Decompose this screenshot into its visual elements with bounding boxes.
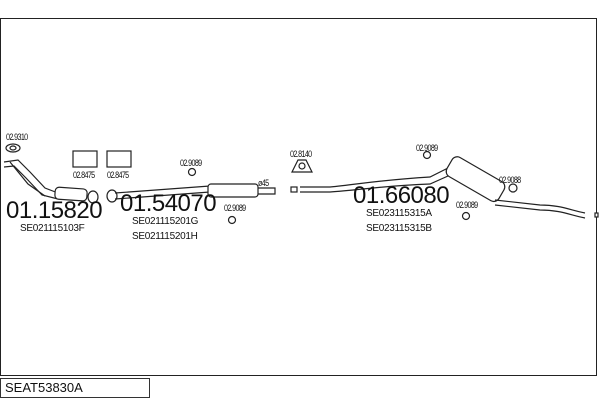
- middle-muffler: [207, 183, 259, 198]
- part-2-oe-1: SE021115201G: [132, 216, 199, 227]
- rear-pipe: [300, 167, 449, 193]
- accessory-ring-4-label: 02.9089: [456, 200, 478, 210]
- accessory-ring-1-label: 02.9089: [180, 158, 202, 168]
- part-number-3: 01.66080: [353, 182, 450, 209]
- diagram-code: SEAT53830A: [0, 378, 150, 398]
- part-2-oe-2: SE021115201H: [132, 231, 198, 242]
- accessory-mount-b-label: 02.8475: [107, 170, 129, 180]
- ring-2-icon: [227, 215, 237, 225]
- ring-3-icon: [422, 150, 432, 160]
- accessory-mount-a-label: 02.8475: [73, 170, 95, 180]
- rear-muffler: [445, 156, 506, 203]
- front-pipe: [3, 159, 59, 200]
- part-1-oe-1: SE021115103F: [20, 223, 85, 234]
- part-number-1: 01.15820: [6, 197, 103, 224]
- ring-4-icon: [461, 211, 471, 221]
- ring-1-icon: [187, 167, 197, 177]
- part-3-oe-2: SE023115315B: [366, 223, 432, 234]
- ring-5-icon: [508, 183, 518, 193]
- diagram-frame: [0, 18, 597, 376]
- pipe-diameter-label: ø45: [258, 178, 269, 188]
- middle-tail: [258, 187, 276, 195]
- flange-1: [87, 190, 99, 204]
- front-cat: [54, 186, 88, 202]
- front-pipe-inner: [9, 161, 46, 197]
- part-3-oe-1: SE023115315A: [366, 208, 432, 219]
- rear-tailpipe: [494, 199, 586, 219]
- flange-2: [106, 189, 118, 203]
- accessory-ring-5-label: 02.9088: [499, 175, 521, 185]
- mount-b-icon: [106, 150, 132, 168]
- accessory-ring-2-label: 02.9089: [224, 203, 246, 213]
- accessory-gasket-label: 02.9310: [6, 132, 28, 142]
- rear-end-mark: [594, 212, 599, 218]
- accessory-hanger-label: 02.8140: [290, 149, 312, 159]
- part-number-2: 01.54070: [120, 190, 217, 217]
- mount-a-icon: [72, 150, 98, 168]
- pipe-end: [290, 186, 298, 193]
- middle-pipe: [114, 185, 211, 200]
- accessory-ring-3-label: 02.9089: [416, 143, 438, 153]
